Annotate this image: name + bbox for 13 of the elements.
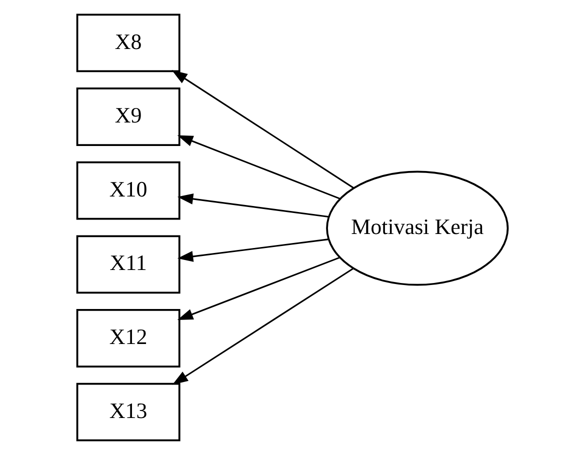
node-box: X10	[76, 161, 180, 220]
node-box: X8	[76, 14, 180, 72]
arrow	[177, 238, 329, 262]
node-ellipse: Motivasi Kerja	[326, 170, 509, 286]
node-box: X13	[76, 382, 180, 442]
arrow	[177, 256, 340, 320]
arrow	[177, 193, 329, 218]
arrow	[177, 135, 340, 200]
node-box: X9	[76, 88, 180, 146]
node-box: X11	[76, 235, 180, 294]
arrow	[172, 70, 354, 189]
arrow	[172, 268, 354, 385]
node-box: X12	[76, 309, 180, 368]
